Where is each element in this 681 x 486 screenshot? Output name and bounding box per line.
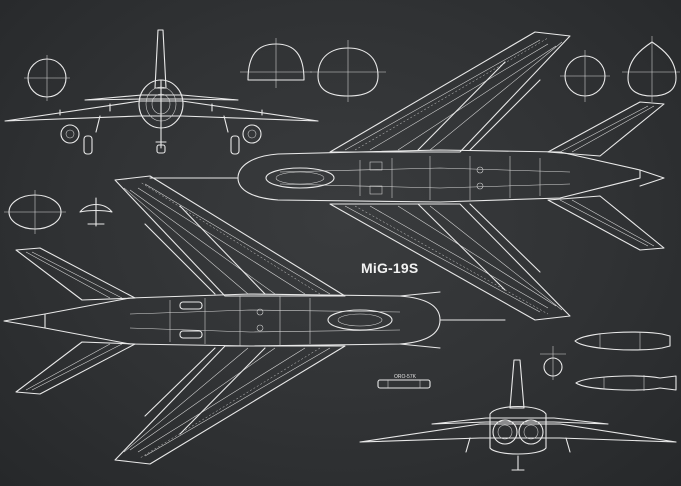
store-label: ORO-57K [394,374,416,380]
aircraft-title: MiG-19S [361,260,419,276]
top-view [149,31,665,321]
fuselage-sections [4,36,680,234]
front-view [4,29,319,155]
rear-view [359,359,677,471]
stores-details [377,331,677,391]
bottom-view [3,175,506,465]
